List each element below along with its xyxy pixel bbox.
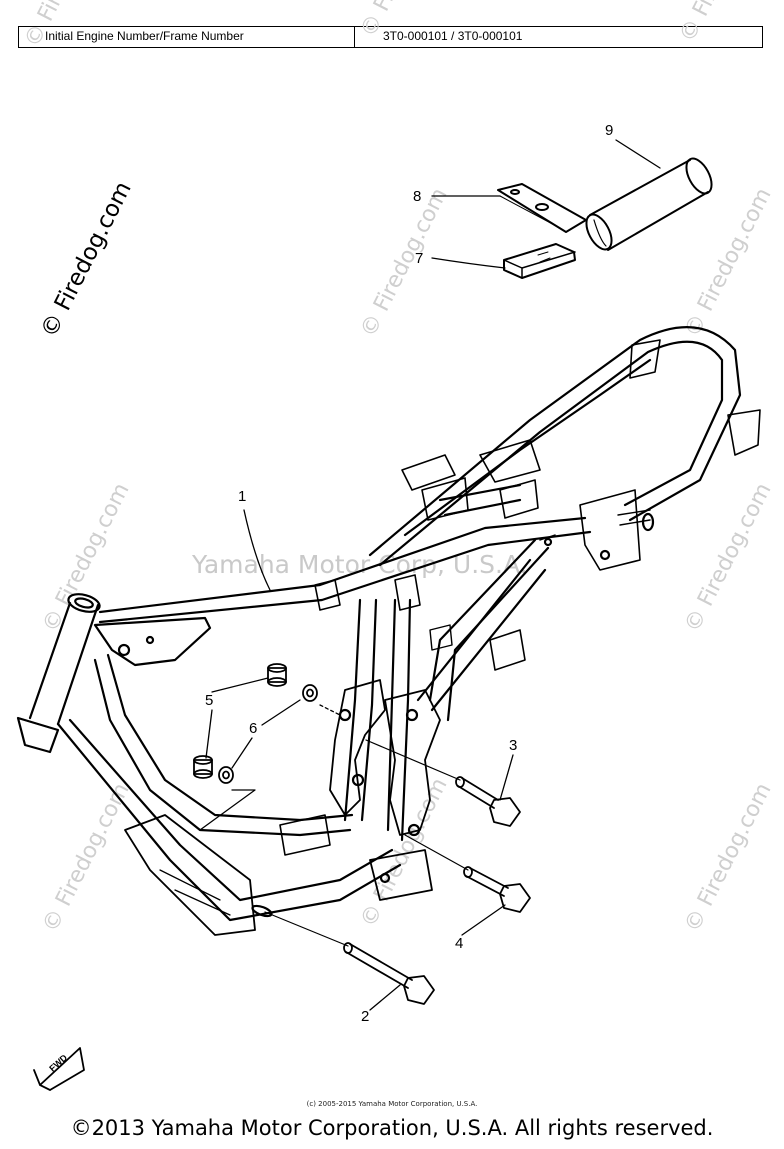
part-8-plate <box>497 183 587 233</box>
part-9-sleeve <box>585 157 713 251</box>
part-7-block <box>503 243 576 279</box>
main-copyright: ©2013 Yamaha Motor Corporation, U.S.A. A… <box>70 1116 714 1140</box>
callout-1: 1 <box>238 488 247 505</box>
part-4-bolt <box>404 834 531 913</box>
part-6-collars <box>218 684 318 784</box>
part-1-frame <box>16 326 761 936</box>
callout-8: 8 <box>413 188 422 205</box>
callout-9: 9 <box>605 122 614 139</box>
callout-2: 2 <box>361 1008 370 1025</box>
header-label: Initial Engine Number/Frame Number <box>19 27 355 47</box>
watermark-yamaha-center: Yamaha Motor Corp, U.S.A. <box>192 550 528 579</box>
callout-4: 4 <box>455 935 464 952</box>
callout-6: 6 <box>249 720 258 737</box>
part-2-bolt <box>264 911 435 1005</box>
part-5-bushings <box>193 663 287 779</box>
part-3-bolt <box>365 739 521 827</box>
fwd-arrow-icon <box>33 1047 85 1091</box>
callout-7: 7 <box>415 250 424 267</box>
callout-5: 5 <box>205 692 214 709</box>
engine-frame-number-table: Initial Engine Number/Frame Number 3T0-0… <box>18 26 763 48</box>
callout-3: 3 <box>509 737 518 754</box>
header-value: 3T0-000101 / 3T0-000101 <box>383 29 523 43</box>
small-copyright: (c) 2005-2015 Yamaha Motor Corporation, … <box>306 1100 478 1108</box>
